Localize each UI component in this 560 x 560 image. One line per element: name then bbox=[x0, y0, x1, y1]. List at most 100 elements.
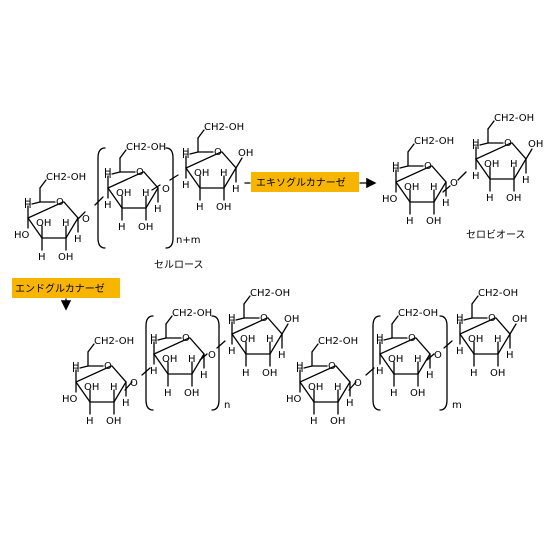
svg-text:H: H bbox=[376, 333, 384, 344]
svg-text:H: H bbox=[430, 182, 438, 193]
svg-text:HO: HO bbox=[14, 230, 30, 241]
svg-text:H: H bbox=[62, 218, 70, 229]
ring-oxygen: O bbox=[488, 313, 496, 324]
svg-text:OH: OH bbox=[388, 354, 403, 365]
svg-text:H: H bbox=[232, 184, 240, 195]
endoglucanase-text: エンドグルカナーゼ bbox=[15, 282, 105, 295]
svg-text:OH: OH bbox=[58, 252, 73, 263]
svg-text:H: H bbox=[182, 180, 190, 191]
svg-text:H: H bbox=[406, 216, 414, 227]
svg-text:H: H bbox=[414, 354, 422, 365]
svg-text:H: H bbox=[104, 167, 112, 178]
svg-text:OH: OH bbox=[404, 182, 419, 193]
svg-text:H: H bbox=[242, 368, 250, 379]
exoglucanase-label: エキソグルカナーゼ bbox=[251, 172, 359, 192]
ring-oxygen: O bbox=[504, 138, 512, 149]
svg-text:H: H bbox=[150, 333, 158, 344]
svg-text:H: H bbox=[472, 138, 480, 149]
svg-text:H: H bbox=[38, 252, 46, 263]
ring-oxygen: O bbox=[136, 167, 144, 178]
svg-text:H: H bbox=[200, 370, 208, 381]
cellulose-bracket: n+m bbox=[97, 147, 200, 249]
svg-text:H: H bbox=[456, 346, 464, 357]
cellulose-caption: セルロース bbox=[154, 259, 204, 271]
svg-text:OH: OH bbox=[138, 222, 153, 233]
svg-text:H: H bbox=[142, 188, 150, 199]
ch2oh-group: CH2-OH bbox=[126, 142, 166, 153]
svg-text:H: H bbox=[278, 350, 286, 361]
svg-text:H: H bbox=[390, 388, 398, 399]
ch2oh-group: CH2-OH bbox=[204, 122, 244, 133]
svg-text:OH: OH bbox=[36, 218, 51, 229]
ch2oh-group: CH2-OH bbox=[494, 113, 534, 124]
svg-text:OH: OH bbox=[308, 382, 323, 393]
svg-text:H: H bbox=[196, 202, 204, 213]
glycosidic-oxygen: O bbox=[354, 378, 362, 389]
svg-text:H: H bbox=[346, 398, 354, 409]
glycosidic-oxygen: O bbox=[162, 184, 170, 195]
ch2oh-group: CH2-OH bbox=[46, 172, 86, 183]
product-bracket-n: n bbox=[145, 315, 230, 411]
svg-text:OH: OH bbox=[262, 368, 277, 379]
svg-text:H: H bbox=[442, 198, 450, 209]
exoglucanase-text: エキソグルカナーゼ bbox=[256, 176, 346, 189]
svg-text:H: H bbox=[376, 366, 384, 377]
svg-text:H: H bbox=[296, 361, 304, 372]
svg-text:H: H bbox=[72, 361, 80, 372]
glycosidic-oxygen: O bbox=[130, 378, 138, 389]
svg-text:OH: OH bbox=[330, 416, 345, 427]
product-bracket-m: m bbox=[372, 315, 462, 411]
svg-text:HO: HO bbox=[62, 394, 78, 405]
svg-text:H: H bbox=[188, 354, 196, 365]
endoglucanase-label: エンドグルカナーゼ bbox=[12, 278, 120, 298]
svg-text:n+m: n+m bbox=[176, 235, 200, 246]
svg-text:OH: OH bbox=[528, 139, 543, 150]
svg-text:OH: OH bbox=[410, 388, 425, 399]
ch2oh-group: CH2-OH bbox=[94, 336, 134, 347]
ch2oh-group: CH2-OH bbox=[478, 288, 518, 299]
svg-text:OH: OH bbox=[468, 334, 483, 345]
svg-text:H: H bbox=[86, 416, 94, 427]
svg-text:OH: OH bbox=[512, 314, 527, 325]
svg-text:OH: OH bbox=[194, 168, 209, 179]
svg-text:m: m bbox=[452, 400, 462, 411]
glucose-rings: OCH2-OHHHHOOHHHOHHOOCH2-OHHHHOHHHOHHOOCH… bbox=[14, 113, 543, 427]
ch2oh-group: CH2-OH bbox=[172, 308, 212, 319]
glycosidic-oxygen: O bbox=[82, 214, 90, 225]
svg-text:H: H bbox=[506, 350, 514, 361]
ch2oh-group: CH2-OH bbox=[250, 288, 290, 299]
svg-text:OH: OH bbox=[506, 193, 521, 204]
svg-text:H: H bbox=[470, 368, 478, 379]
svg-text:n: n bbox=[224, 400, 230, 411]
svg-text:H: H bbox=[486, 193, 494, 204]
ring-oxygen: O bbox=[260, 313, 268, 324]
svg-text:H: H bbox=[118, 222, 126, 233]
svg-text:H: H bbox=[392, 161, 400, 172]
svg-text:OH: OH bbox=[490, 368, 505, 379]
ring-oxygen: O bbox=[104, 361, 112, 372]
svg-text:H: H bbox=[472, 171, 480, 182]
svg-text:OH: OH bbox=[84, 382, 99, 393]
glycosidic-oxygen: O bbox=[208, 350, 216, 361]
svg-text:OH: OH bbox=[106, 416, 121, 427]
svg-text:OH: OH bbox=[162, 354, 177, 365]
glycosidic-oxygen: O bbox=[434, 350, 442, 361]
ch2oh-group: CH2-OH bbox=[398, 308, 438, 319]
ch2oh-group: CH2-OH bbox=[414, 136, 454, 147]
svg-text:H: H bbox=[510, 159, 518, 170]
ring-oxygen: O bbox=[56, 197, 64, 208]
svg-text:OH: OH bbox=[116, 188, 131, 199]
ring-oxygen: O bbox=[328, 361, 336, 372]
ring-oxygen: O bbox=[214, 147, 222, 158]
svg-text:H: H bbox=[310, 416, 318, 427]
svg-text:OH: OH bbox=[216, 202, 231, 213]
